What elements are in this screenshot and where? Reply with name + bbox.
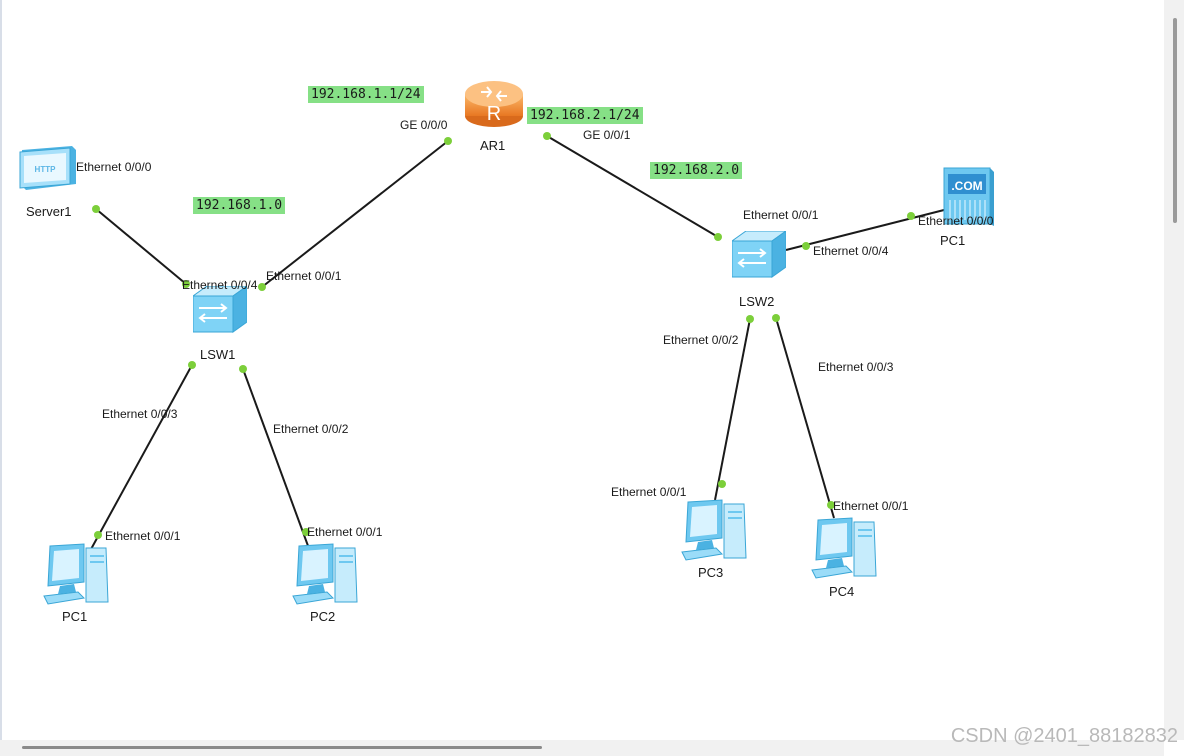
ip-label-ar1-ge000: 192.168.1.1/24 bbox=[308, 86, 424, 103]
port-dot-server1-e000 bbox=[907, 212, 915, 220]
ip-label-net-192-168-1-0: 192.168.1.0 bbox=[193, 197, 286, 214]
server-label-server1: PC1 bbox=[940, 233, 966, 248]
port-label-ar1-ge000: GE 0/0/0 bbox=[400, 118, 448, 132]
port-dot-pc3-e001 bbox=[718, 480, 726, 488]
port-label-client1-e000: Ethernet 0/0/0 bbox=[76, 160, 152, 174]
vertical-scrollbar-track[interactable] bbox=[1164, 0, 1184, 740]
horizontal-scrollbar-thumb[interactable] bbox=[22, 746, 542, 749]
pc-label-pc3: PC3 bbox=[698, 565, 724, 580]
port-label-ar1-ge001: GE 0/0/1 bbox=[583, 128, 631, 142]
link-ar1-lsw2[interactable] bbox=[546, 135, 719, 238]
port-dot-lsw1-e004 bbox=[182, 280, 190, 288]
link-lsw2-pc3[interactable] bbox=[714, 318, 751, 501]
port-dot-lsw1-e001 bbox=[258, 283, 266, 291]
port-label-pc4-e001: Ethernet 0/0/1 bbox=[833, 499, 909, 513]
server-icon-text: .COM bbox=[951, 179, 982, 193]
link-lsw1-pc2[interactable] bbox=[242, 368, 312, 555]
switch-icon-lsw2[interactable] bbox=[732, 231, 786, 281]
canvas-left-border bbox=[0, 0, 2, 740]
port-label-lsw1-e003: Ethernet 0/0/3 bbox=[102, 407, 178, 421]
server-icon[interactable]: .COM bbox=[940, 166, 994, 228]
port-label-lsw1-e004: Ethernet 0/0/4 bbox=[182, 278, 258, 292]
port-dot-lsw1-e003 bbox=[188, 361, 196, 369]
pc-icon-pc3[interactable] bbox=[680, 498, 748, 564]
vertical-scrollbar-thumb[interactable] bbox=[1173, 18, 1177, 223]
port-dot-ar1-ge001 bbox=[543, 132, 551, 140]
port-dot-pc1-e001 bbox=[94, 531, 102, 539]
port-label-pc2-e001: Ethernet 0/0/1 bbox=[307, 525, 383, 539]
pc-label-pc2: PC2 bbox=[310, 609, 336, 624]
port-dot-ar1-ge000 bbox=[444, 137, 452, 145]
horizontal-scrollbar-track[interactable] bbox=[0, 740, 1164, 756]
port-label-pc1-e001: Ethernet 0/0/1 bbox=[105, 529, 181, 543]
port-label-pc3-e001: Ethernet 0/0/1 bbox=[611, 485, 687, 499]
http-client-icon[interactable]: HTTP bbox=[18, 144, 78, 194]
port-label-lsw1-e001: Ethernet 0/0/1 bbox=[266, 269, 342, 283]
port-label-lsw2-e002: Ethernet 0/0/2 bbox=[663, 333, 739, 347]
link-lsw2-pc4[interactable] bbox=[775, 317, 835, 519]
port-dot-pc4-e001 bbox=[827, 501, 835, 509]
switch-label-lsw1: LSW1 bbox=[200, 347, 236, 362]
switch-icon-lsw1[interactable] bbox=[193, 286, 247, 336]
switch-label-lsw2: LSW2 bbox=[739, 294, 775, 309]
pc-icon-pc1[interactable] bbox=[42, 542, 110, 608]
port-dot-lsw2-e002 bbox=[746, 315, 754, 323]
port-label-lsw1-e002: Ethernet 0/0/2 bbox=[273, 422, 349, 436]
router-icon[interactable]: R bbox=[463, 74, 525, 130]
pc-icon-pc2[interactable] bbox=[291, 542, 359, 608]
port-dot-client1-e000 bbox=[92, 205, 100, 213]
port-label-server1-e000: Ethernet 0/0/0 bbox=[918, 214, 994, 228]
ip-label-net-192-168-2-0: 192.168.2.0 bbox=[650, 162, 743, 179]
port-dot-lsw2-e003 bbox=[772, 314, 780, 322]
svg-text:R: R bbox=[487, 103, 501, 125]
pc-icon-pc4[interactable] bbox=[810, 516, 878, 582]
link-lsw2-server1[interactable] bbox=[785, 209, 945, 251]
ip-label-ar1-ge001: 192.168.2.1/24 bbox=[527, 107, 643, 124]
port-dot-lsw2-e004 bbox=[802, 242, 810, 250]
router-label-ar1: AR1 bbox=[480, 138, 506, 153]
http-client-icon-text: HTTP bbox=[35, 165, 57, 174]
client-label-client1: Server1 bbox=[26, 204, 72, 219]
pc-label-pc4: PC4 bbox=[829, 584, 855, 599]
port-dot-lsw1-e002 bbox=[239, 365, 247, 373]
link-lsw1-pc1[interactable] bbox=[89, 364, 193, 552]
port-label-lsw2-e001: Ethernet 0/0/1 bbox=[743, 208, 819, 222]
port-label-lsw2-e003: Ethernet 0/0/3 bbox=[818, 360, 894, 374]
port-label-lsw2-e004: Ethernet 0/0/4 bbox=[813, 244, 889, 258]
link-client1-lsw1[interactable] bbox=[95, 208, 187, 285]
port-dot-lsw2-e001 bbox=[714, 233, 722, 241]
watermark-text: CSDN @2401_88182832 bbox=[950, 725, 1178, 747]
port-dot-pc2-e001 bbox=[302, 528, 310, 536]
link-ar1-lsw1[interactable] bbox=[261, 140, 449, 288]
pc-label-pc1: PC1 bbox=[62, 609, 88, 624]
